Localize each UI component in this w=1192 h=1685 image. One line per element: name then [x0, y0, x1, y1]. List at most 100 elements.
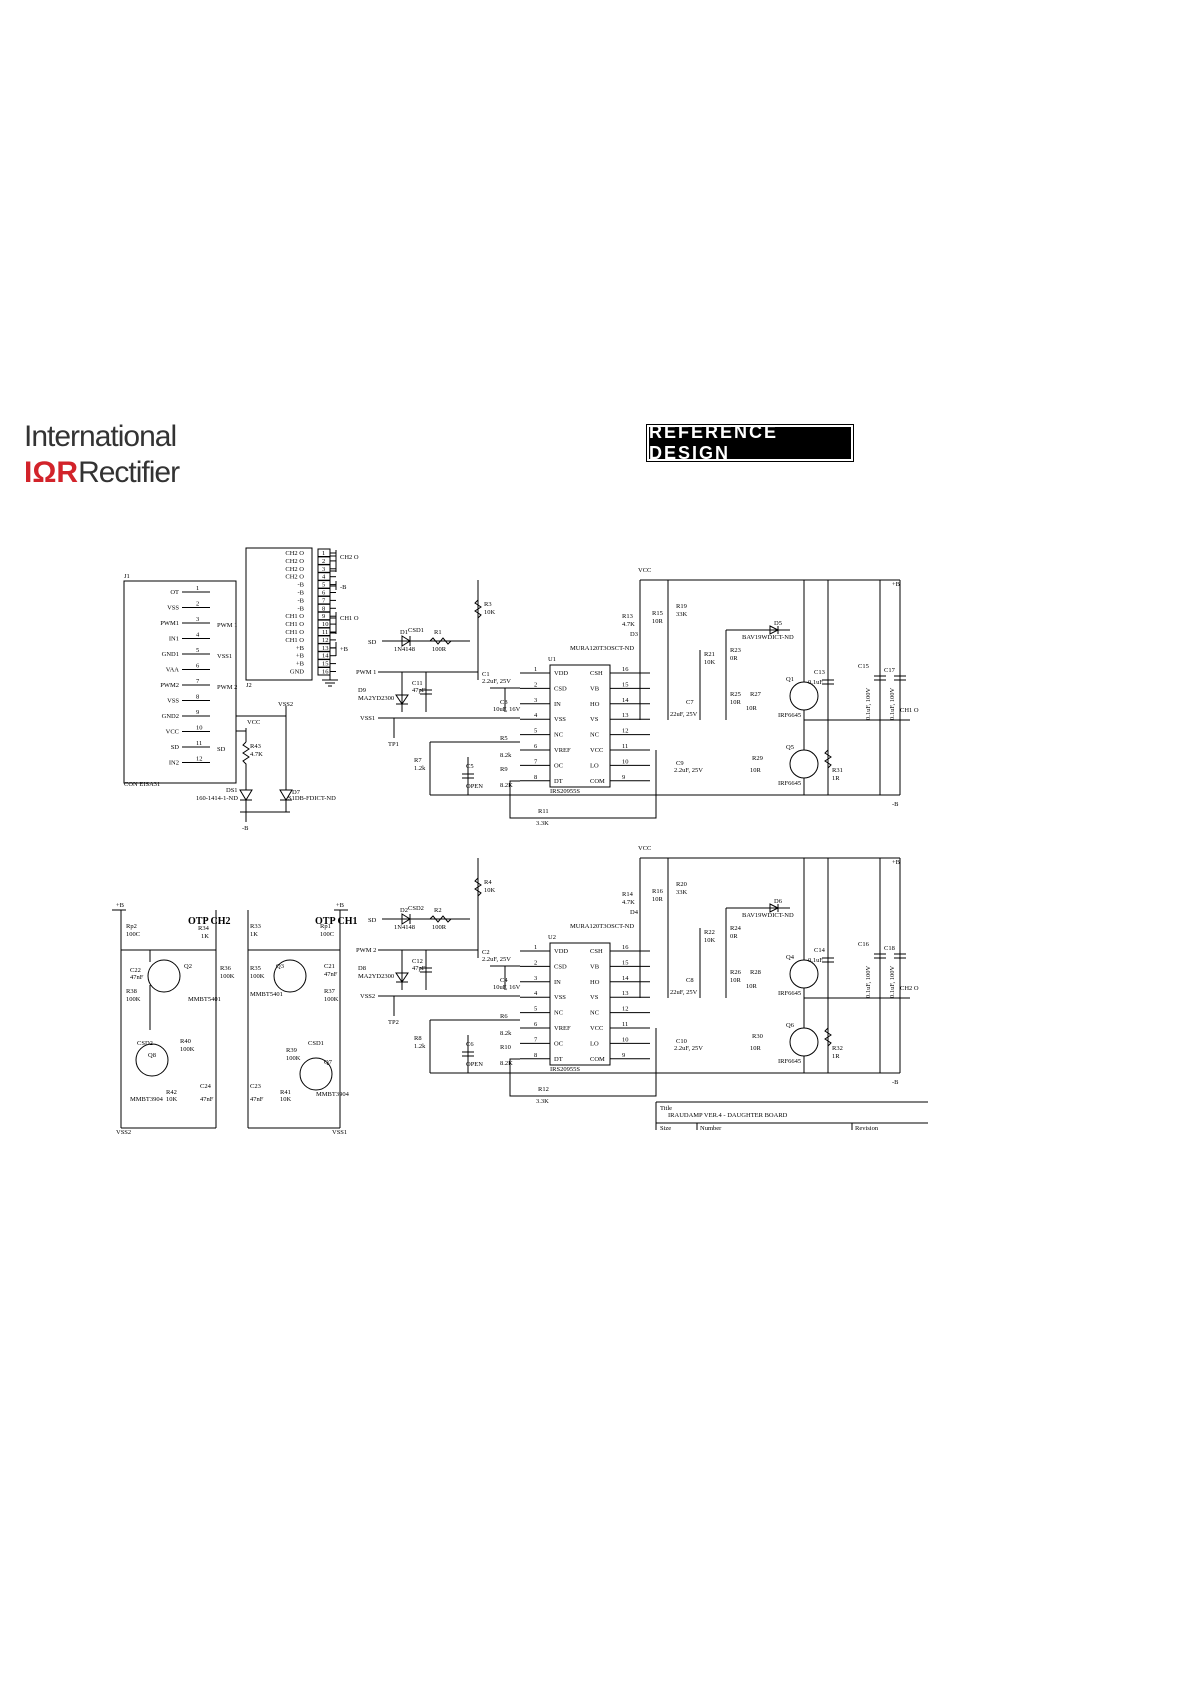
svg-text:8.2K: 8.2K	[500, 1060, 513, 1067]
svg-text:+B: +B	[296, 653, 305, 660]
svg-text:IRF6645: IRF6645	[778, 990, 801, 997]
svg-text:R19: R19	[676, 603, 687, 610]
svg-text:R7: R7	[414, 757, 422, 764]
svg-text:R24: R24	[730, 925, 742, 932]
svg-text:33K: 33K	[676, 889, 688, 896]
svg-text:MA2YD2300: MA2YD2300	[358, 695, 394, 702]
svg-text:MURA120T3OSCT-ND: MURA120T3OSCT-ND	[570, 923, 634, 930]
svg-text:PWM 1: PWM 1	[217, 622, 237, 629]
svg-text:5: 5	[196, 647, 199, 654]
svg-text:VSS1: VSS1	[332, 1129, 347, 1136]
svg-text:C3: C3	[500, 699, 508, 706]
svg-text:J2: J2	[246, 682, 252, 689]
svg-text:SD: SD	[217, 746, 226, 753]
svg-text:C16: C16	[858, 941, 870, 948]
svg-text:C1: C1	[482, 671, 490, 678]
svg-text:HO: HO	[590, 979, 600, 986]
svg-text:8.2k: 8.2k	[500, 1030, 512, 1037]
svg-text:Q3: Q3	[276, 963, 284, 970]
svg-text:CH2 O: CH2 O	[285, 558, 304, 565]
svg-text:12: 12	[322, 637, 329, 644]
svg-text:47nF: 47nF	[250, 1096, 264, 1103]
svg-text:BAV19WDICT-ND: BAV19WDICT-ND	[742, 634, 794, 641]
svg-text:12: 12	[622, 1006, 629, 1013]
svg-text:CSD: CSD	[554, 963, 567, 970]
svg-text:-B: -B	[892, 1079, 899, 1086]
svg-text:R6: R6	[500, 1013, 508, 1020]
svg-text:OPEN: OPEN	[466, 783, 483, 790]
j2-pin: 8-B	[298, 603, 336, 613]
svg-text:160-1414-1-ND: 160-1414-1-ND	[196, 795, 238, 802]
svg-text:100R: 100R	[432, 646, 447, 653]
svg-text:4.7K: 4.7K	[250, 751, 263, 758]
svg-text:DT: DT	[554, 1056, 563, 1063]
svg-text:R22: R22	[704, 929, 715, 936]
svg-text:2: 2	[534, 959, 537, 966]
svg-text:7: 7	[322, 597, 326, 604]
svg-text:IN: IN	[554, 979, 561, 986]
svg-text:-B: -B	[298, 590, 305, 597]
svg-text:CH1 O: CH1 O	[285, 637, 304, 644]
svg-text:-B: -B	[298, 605, 305, 612]
svg-text:CH1 O: CH1 O	[340, 615, 359, 622]
svg-text:14: 14	[622, 697, 629, 704]
svg-text:R29: R29	[752, 755, 763, 762]
svg-text:OT: OT	[170, 589, 179, 596]
svg-text:R43: R43	[250, 743, 261, 750]
svg-text:10K: 10K	[280, 1096, 292, 1103]
svg-text:CH2 O: CH2 O	[340, 554, 359, 561]
svg-text:PWM2: PWM2	[160, 682, 179, 689]
svg-text:-B: -B	[242, 825, 249, 832]
svg-text:33K: 33K	[676, 611, 688, 618]
svg-text:4.7K: 4.7K	[622, 621, 635, 628]
svg-text:10R: 10R	[750, 1045, 762, 1052]
svg-text:NC: NC	[590, 732, 599, 739]
svg-text:R12: R12	[538, 1086, 549, 1093]
svg-text:10uF, 16V: 10uF, 16V	[493, 984, 521, 991]
svg-text:9: 9	[622, 774, 625, 781]
svg-text:IRS20955S: IRS20955S	[550, 788, 580, 795]
svg-text:IRAUDAMP VER.4 - DAUGHTER BOAR: IRAUDAMP VER.4 - DAUGHTER BOARD	[668, 1112, 788, 1119]
svg-text:Q8: Q8	[148, 1052, 156, 1059]
svg-text:11: 11	[196, 740, 202, 747]
svg-text:C7: C7	[686, 699, 694, 706]
svg-text:U1: U1	[548, 656, 556, 663]
svg-text:NC: NC	[590, 1010, 599, 1017]
svg-text:R21: R21	[704, 651, 715, 658]
svg-text:R20: R20	[676, 881, 687, 888]
svg-text:-B: -B	[298, 597, 305, 604]
svg-text:12: 12	[196, 756, 203, 763]
svg-text:VDD: VDD	[554, 948, 568, 955]
svg-text:1.2k: 1.2k	[414, 765, 426, 772]
svg-text:6: 6	[322, 590, 326, 597]
svg-text:1: 1	[196, 585, 199, 592]
svg-text:J1: J1	[124, 573, 130, 580]
svg-text:2.2uF, 25V: 2.2uF, 25V	[674, 1045, 703, 1052]
svg-text:1K: 1K	[201, 933, 209, 940]
channel-1-driver: VCC+B-BU1IRS20955S1VDD2CSD3IN4VSS5NC6VRE…	[356, 567, 919, 827]
svg-text:OTP CH2: OTP CH2	[188, 916, 231, 927]
svg-text:GND1: GND1	[162, 651, 179, 658]
svg-text:11: 11	[622, 1021, 628, 1028]
svg-text:1N4148: 1N4148	[394, 924, 415, 931]
j1-pin: 1OT	[170, 585, 210, 596]
svg-text:1R: 1R	[832, 1053, 840, 1060]
logo-line2: IΩRRectifier	[24, 456, 180, 490]
svg-text:Rp1: Rp1	[320, 923, 331, 930]
svg-text:R39: R39	[286, 1047, 297, 1054]
svg-text:VSS: VSS	[554, 716, 566, 723]
svg-text:C17: C17	[884, 667, 896, 674]
svg-text:OC: OC	[554, 1040, 563, 1047]
svg-text:8: 8	[534, 774, 537, 781]
svg-text:D1: D1	[400, 629, 408, 636]
svg-text:8.2k: 8.2k	[500, 752, 512, 759]
svg-text:R3: R3	[484, 601, 492, 608]
svg-text:7: 7	[534, 758, 538, 765]
svg-text:R13: R13	[622, 613, 633, 620]
svg-text:11: 11	[322, 629, 328, 636]
